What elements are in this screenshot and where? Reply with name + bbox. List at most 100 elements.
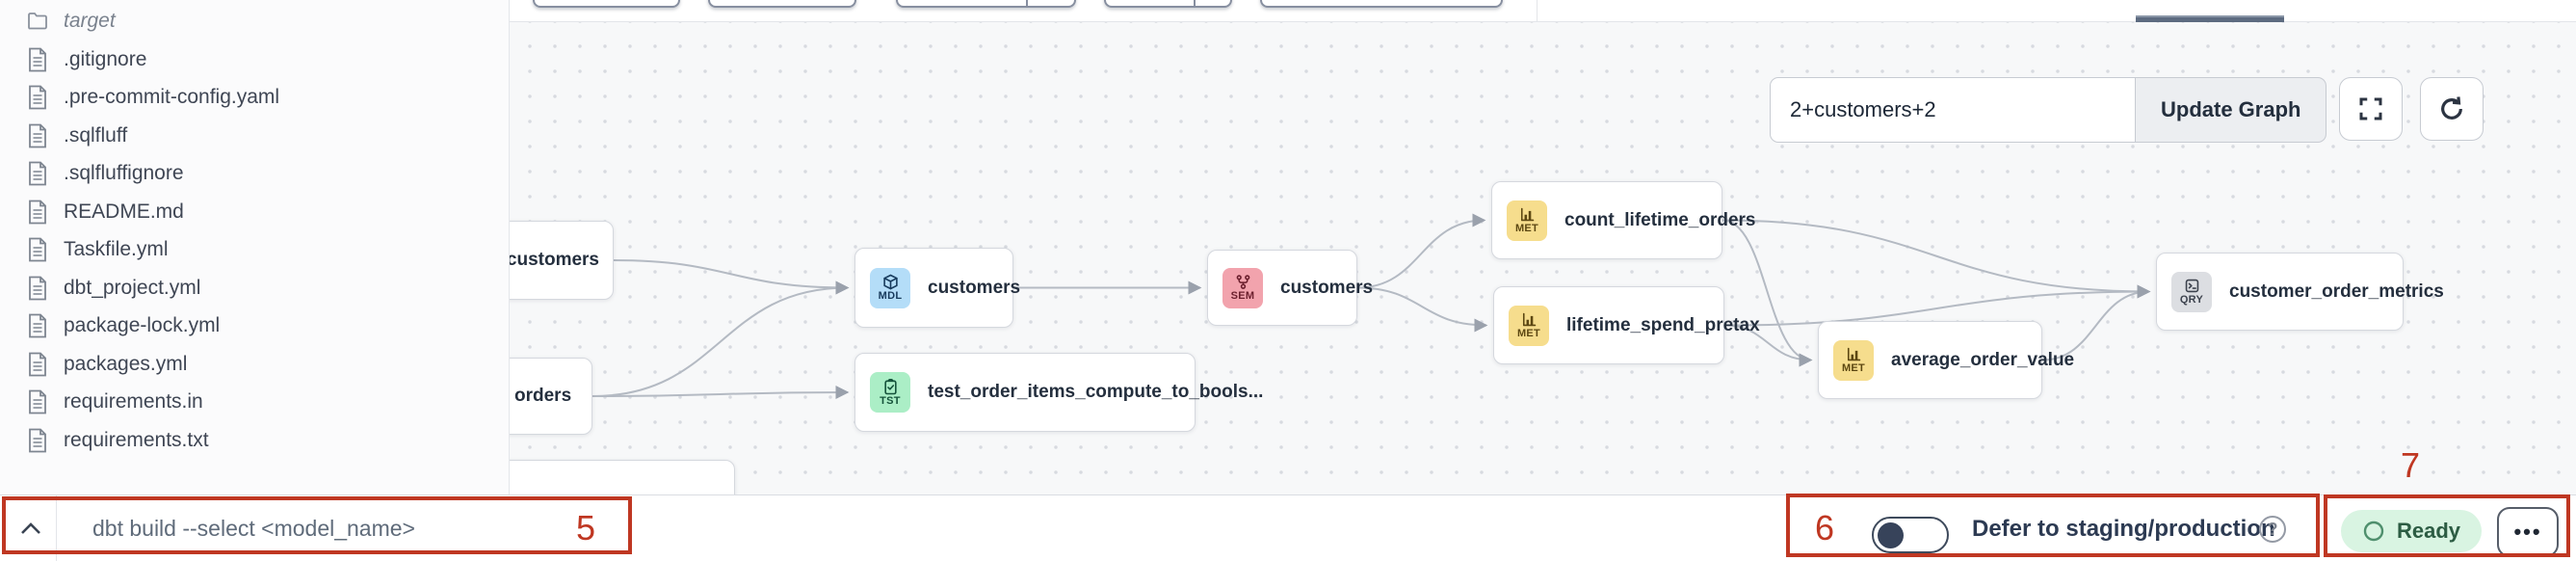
dag-node-mdl[interactable]: MDL customers <box>854 248 1020 328</box>
selector-input-value: 2+customers+2 <box>1790 97 1936 121</box>
dag-edges <box>591 213 2151 400</box>
tree-item[interactable]: package-lock.yml <box>0 308 509 343</box>
dag-edge <box>2041 284 2151 361</box>
folder-icon <box>25 9 50 34</box>
semantic-graph-icon: SEM <box>1222 267 1263 308</box>
status-circle-icon <box>2363 521 2384 542</box>
file-icon <box>25 313 50 338</box>
command-input[interactable]: dbt build --select <model_name> <box>92 495 415 561</box>
file-icon <box>25 123 50 148</box>
toggle-knob <box>1878 521 1904 548</box>
button-divider <box>1026 0 1028 6</box>
ellipsis-icon: ••• <box>2513 520 2542 544</box>
refresh-button[interactable] <box>2420 77 2484 141</box>
command-placeholder: dbt build --select <model_name> <box>92 516 415 541</box>
chevron-up-icon <box>21 522 40 534</box>
dag-edge <box>1723 324 1813 367</box>
tree-item[interactable]: Taskfile.yml <box>0 232 509 267</box>
toolbar-button[interactable] <box>896 0 1076 8</box>
dag-node-avg[interactable]: MET average_order_value <box>1818 321 2074 399</box>
divider <box>56 495 57 561</box>
dag-edge <box>1722 219 1813 367</box>
dag-node-lifetime[interactable]: MET lifetime_spend_pretax <box>1493 286 1760 364</box>
tree-item[interactable]: requirements.txt <box>0 423 509 458</box>
dag-node-stg[interactable]: stg_customers <box>510 221 614 300</box>
tree-item[interactable]: .sqlfluff <box>0 119 509 153</box>
fullscreen-button[interactable] <box>2339 77 2403 141</box>
bottom-command-bar: dbt build --select <model_name> Defer to… <box>0 494 2576 561</box>
fullscreen-icon <box>2359 97 2382 120</box>
toolbar-button[interactable] <box>1260 0 1503 8</box>
tree-item-label: dbt_project.yml <box>64 276 201 299</box>
file-icon <box>25 276 50 301</box>
toolbar-button[interactable] <box>708 0 856 8</box>
toolbar-button[interactable] <box>1104 0 1232 8</box>
dag-edge <box>613 259 850 295</box>
update-graph-label: Update Graph <box>2161 97 2301 121</box>
scrollbar-thumb[interactable] <box>2136 15 2284 22</box>
tree-item[interactable]: requirements.in <box>0 385 509 419</box>
bar-chart-icon: MET <box>1833 339 1874 381</box>
dag-edge <box>1356 213 1486 289</box>
more-options-button[interactable]: ••• <box>2497 507 2559 557</box>
tree-item[interactable]: .gitignore <box>0 42 509 77</box>
dag-edge <box>1356 286 1488 333</box>
defer-toggle[interactable] <box>1872 517 1949 553</box>
button-divider <box>1194 0 1196 6</box>
tree-item[interactable]: README.md <box>0 195 509 229</box>
tree-item-label: Taskfile.yml <box>64 238 169 260</box>
dag-node-label: customer_order_metrics <box>2229 280 2444 302</box>
dag-node-sem[interactable]: SEM customers <box>1207 250 1373 326</box>
tree-item[interactable]: packages.yml <box>0 347 509 382</box>
dag-edge <box>1722 219 2151 299</box>
update-graph-button[interactable]: Update Graph <box>2136 77 2327 143</box>
dag-node-orders[interactable]: orders <box>510 358 592 435</box>
file-tree-panel: target .gitignore .pre-commit-config.yaml.… <box>0 0 510 494</box>
dag-node-label: count_lifetime_orders <box>1564 209 1756 230</box>
file-icon <box>25 47 50 72</box>
file-icon <box>25 389 50 414</box>
tree-item-label: .sqlfluff <box>64 123 128 147</box>
dag-edge <box>591 280 850 397</box>
tree-item-label: .pre-commit-config.yaml <box>64 86 280 108</box>
file-icon <box>25 428 50 453</box>
file-icon <box>25 200 50 225</box>
toolbar-button[interactable] <box>533 0 680 8</box>
tree-item-label: requirements.txt <box>64 428 209 451</box>
dag-node-label: customers <box>1280 277 1374 298</box>
status-badge: Ready <box>2341 510 2483 552</box>
cube-icon: MDL <box>870 267 910 308</box>
dag-node-label: lifetime_spend_pretax <box>1566 314 1760 335</box>
expand-panel-button[interactable] <box>13 511 48 546</box>
tree-item-label: target <box>64 10 116 32</box>
dag-node-label: average_order_value <box>1891 349 2075 370</box>
tree-item[interactable]: .pre-commit-config.yaml <box>0 80 509 115</box>
refresh-icon <box>2441 96 2462 120</box>
tree-item-label: packages.yml <box>64 352 188 375</box>
tree-item[interactable]: .sqlfluffignore <box>0 156 509 191</box>
tree-item-label: requirements.in <box>64 390 203 413</box>
dag-node-label: stg_customers <box>510 250 599 270</box>
tree-item-label: package-lock.yml <box>64 314 221 336</box>
selector-input[interactable]: 2+customers+2 <box>1770 77 2136 143</box>
bar-chart-icon: MET <box>1509 305 1549 346</box>
dag-node-label: customers <box>928 277 1021 298</box>
clipboard-check-icon: TST <box>870 372 910 413</box>
file-icon <box>25 352 50 377</box>
help-icon[interactable]: ? <box>2259 516 2286 543</box>
dag-edge <box>1723 284 2151 327</box>
graph-controls: 2+customers+2 Update Graph <box>1770 77 2327 143</box>
tree-item-label: README.md <box>64 200 184 223</box>
tree-item[interactable]: dbt_project.yml <box>0 271 509 306</box>
dag-node-partial[interactable] <box>510 460 735 494</box>
tree-item[interactable]: target <box>0 4 509 39</box>
file-icon <box>25 237 50 262</box>
file-icon <box>25 85 50 110</box>
defer-label: Defer to staging/production <box>1972 515 2275 542</box>
status-label: Ready <box>2397 519 2461 543</box>
